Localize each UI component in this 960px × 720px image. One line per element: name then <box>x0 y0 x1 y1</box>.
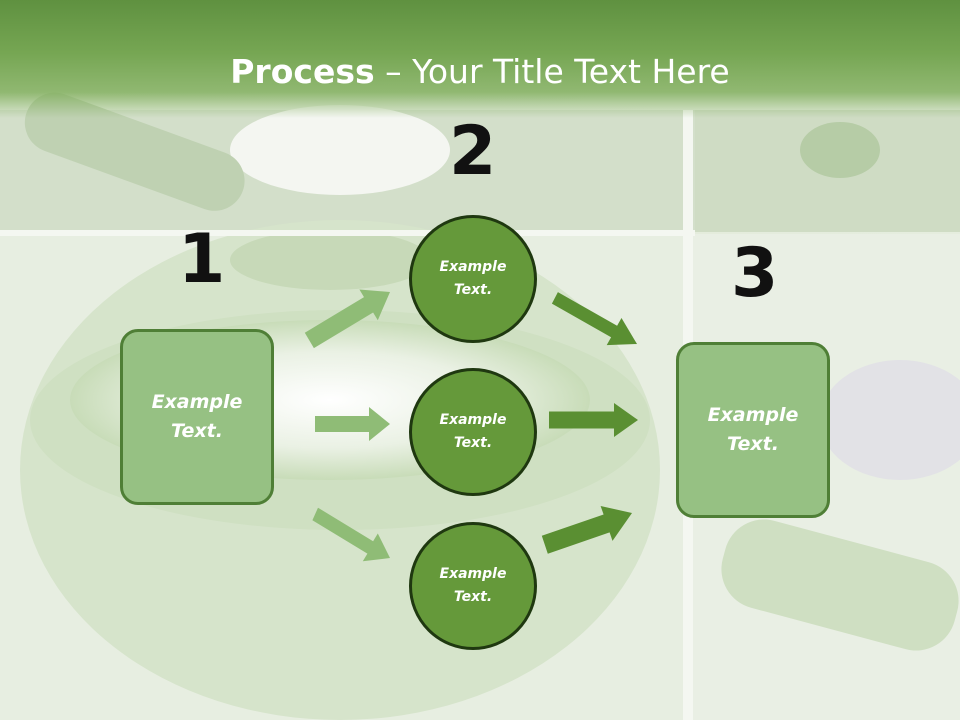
step-1-label: Example Text. <box>151 391 243 442</box>
arrow-bottom-to-3 <box>541 506 632 554</box>
slide-title: Process – Your Title Text Here <box>0 52 960 91</box>
arrow-1-to-top <box>304 289 390 349</box>
arrow-top-to-3 <box>551 292 637 346</box>
step-2-circle-middle: Example Text. <box>409 368 537 496</box>
title-bar <box>0 0 960 118</box>
arrow-1-to-middle <box>315 407 390 441</box>
step-2-circle-bottom-label: Example Text. <box>439 566 507 605</box>
step-2-number: 2 <box>449 112 497 191</box>
arrow-1-to-bottom <box>312 507 390 562</box>
step-1-box: Example Text. <box>120 329 274 505</box>
step-3-box: Example Text. <box>676 342 830 518</box>
step-2-circle-middle-label: Example Text. <box>439 412 507 451</box>
step-2-circle-top: Example Text. <box>409 215 537 343</box>
title-bold: Process <box>230 52 375 91</box>
step-2-circle-top-label: Example Text. <box>439 259 507 298</box>
step-3-label: Example Text. <box>707 404 799 455</box>
step-3-number: 3 <box>731 234 779 313</box>
step-1-number: 1 <box>178 220 226 299</box>
step-2-circle-bottom: Example Text. <box>409 522 537 650</box>
arrow-middle-to-3 <box>549 403 638 437</box>
title-rest: – Your Title Text Here <box>374 52 730 91</box>
